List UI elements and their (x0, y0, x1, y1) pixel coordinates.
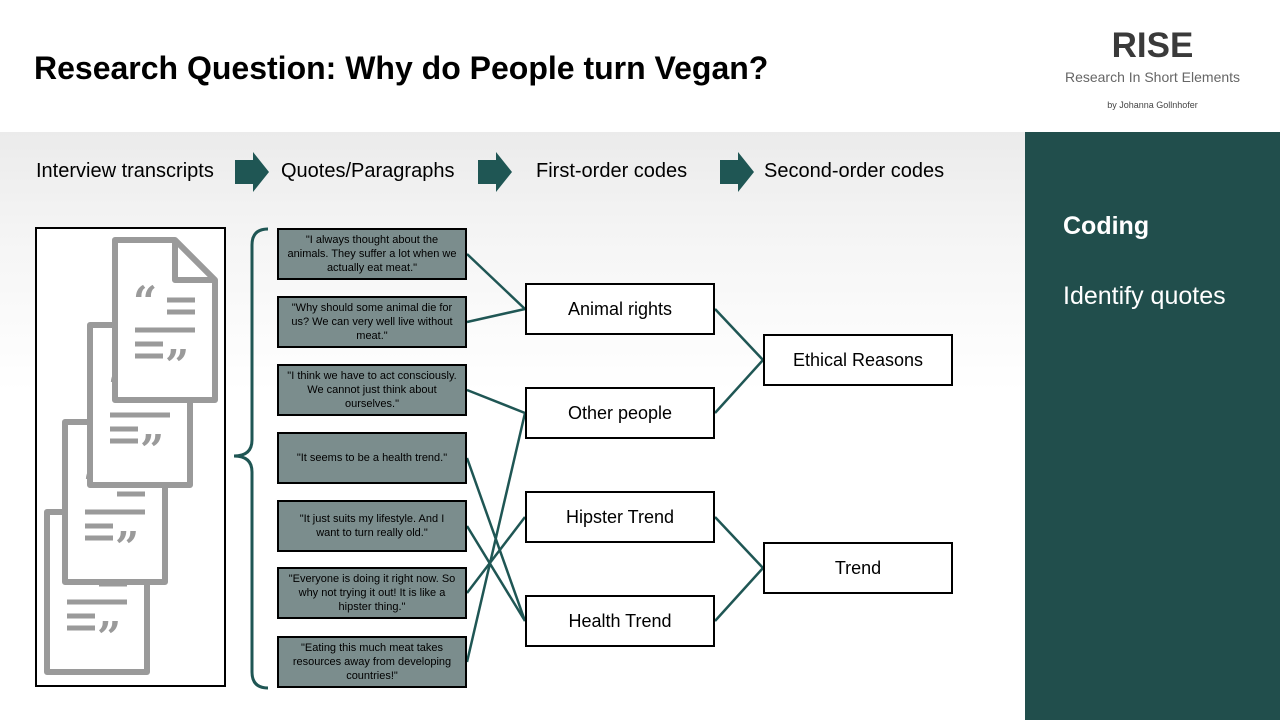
code-to-category-connector (714, 359, 764, 414)
logo-subtitle: Research In Short Elements (1064, 69, 1241, 85)
quote-text: "Everyone is doing it right now. So why … (288, 573, 456, 613)
stage-label-second-order: Second-order codes (764, 160, 945, 182)
quote-text: "Eating this much meat takes resources a… (292, 642, 452, 682)
code-to-category-connector (714, 567, 764, 622)
quote-to-code-connector (466, 253, 526, 310)
quote-to-code-connector (465, 525, 527, 622)
first-order-code-box: Health Trend (525, 595, 715, 647)
first-order-code-label: Health Trend (568, 610, 672, 631)
first-order-code-label: Hipster Trend (565, 506, 675, 527)
first-order-code-label: Animal rights (567, 298, 673, 319)
quote-text: "It seems to be a health trend." (296, 452, 448, 464)
quote-to-code-connector (465, 412, 527, 663)
document-quote-icon (115, 240, 215, 400)
quote-box: "Why should some animal die for us? We c… (277, 296, 467, 348)
transcript-documents (47, 240, 215, 672)
second-order-code-label: Trend (834, 557, 882, 578)
quote-text: "I think we have to act consciously. We … (287, 370, 457, 410)
logo: RISE Research In Short Elements by Johan… (1025, 0, 1280, 132)
quote-text: "Why should some animal die for us? We c… (291, 302, 453, 342)
quote-box: "I always thought about the animals. The… (277, 228, 467, 280)
second-order-code-box: Trend (763, 542, 953, 594)
connector-lines (465, 253, 764, 663)
first-order-code-label: Other people (567, 402, 673, 423)
second-order-code-box: Ethical Reasons (763, 334, 953, 386)
quote-to-code-connector (466, 307, 526, 324)
quote-box: "I think we have to act consciously. We … (277, 364, 467, 416)
chevron-arrow-icon (478, 152, 512, 192)
stage-label-quotes: Quotes/Paragraphs (281, 160, 455, 182)
logo-byline: by Johanna Gollnhofer (1107, 100, 1198, 110)
stage-label-first-order: First-order codes (536, 160, 688, 182)
second-order-code-label: Ethical Reasons (792, 349, 924, 370)
code-to-category-connector (714, 308, 764, 361)
side-panel: Coding Identify quotes (1025, 132, 1280, 720)
quote-to-code-connector (466, 388, 526, 415)
quote-text: "I always thought about the animals. The… (287, 234, 457, 274)
side-panel-heading: Coding (1063, 212, 1150, 240)
first-order-code-box: Animal rights (525, 283, 715, 335)
chevron-arrow-icon (235, 152, 269, 192)
stage-label-transcripts: Interview transcripts (36, 160, 214, 182)
quote-box: "Eating this much meat takes resources a… (277, 636, 467, 688)
logo-main-text: RISE (1111, 26, 1194, 65)
code-to-category-connector (714, 516, 764, 569)
side-panel-subheading: Identify quotes (1063, 282, 1226, 310)
quote-box: "Everyone is doing it right now. So why … (277, 567, 467, 619)
quote-text: "It just suits my lifestyle. And I want … (299, 513, 445, 539)
quote-box: "It just suits my lifestyle. And I want … (277, 500, 467, 552)
quote-to-code-connector (466, 516, 526, 594)
header-band (0, 0, 1025, 132)
quote-box: "It seems to be a health trend." (277, 432, 467, 484)
chevron-arrow-icon (720, 152, 754, 192)
curly-brace-icon (233, 227, 269, 690)
first-order-code-box: Hipster Trend (525, 491, 715, 543)
first-order-code-box: Other people (525, 387, 715, 439)
page-title: Research Question: Why do People turn Ve… (34, 50, 769, 86)
